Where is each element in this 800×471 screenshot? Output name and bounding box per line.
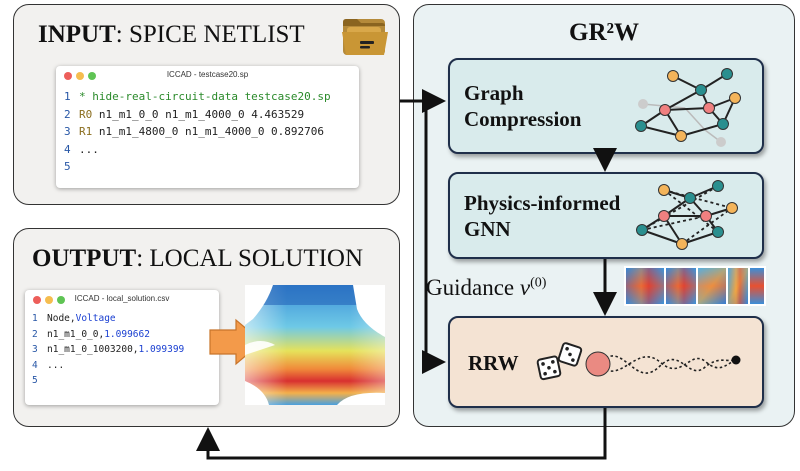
code-line: 4... <box>64 142 99 156</box>
code-line: 1* hide-real-circuit-data testcase20.sp <box>64 90 331 103</box>
window-titlebar: ICCAD - local_solution.csv <box>25 290 219 310</box>
compressed-graph-icon <box>635 68 741 147</box>
window-titlebar: ICCAD - testcase20.sp <box>56 66 359 86</box>
guidance-heatmaps <box>624 266 766 306</box>
window-title: ICCAD - local_solution.csv <box>74 294 170 303</box>
guidance-label: Guidance v(0) <box>426 275 547 300</box>
code-line: 5 <box>64 160 71 173</box>
code-line: 4... <box>32 359 65 371</box>
netlist-code: 1* hide-real-circuit-data testcase20.sp … <box>56 86 359 176</box>
close-dot-icon <box>64 72 72 80</box>
code-line: 5 <box>32 375 38 386</box>
folder-icon <box>342 19 388 55</box>
maximize-dot-icon <box>88 72 96 80</box>
random-walk-icon <box>585 351 741 377</box>
maximize-dot-icon <box>57 296 65 304</box>
close-dot-icon <box>33 296 41 304</box>
window-title: ICCAD - testcase20.sp <box>166 70 249 79</box>
minimize-dot-icon <box>45 296 53 304</box>
input-title: INPUT: SPICE NETLIST <box>38 21 305 48</box>
gnn-graph-icon <box>636 180 738 250</box>
rrw-label: RRW <box>468 351 519 375</box>
netlist-code-window: ICCAD - testcase20.sp 1* hide-real-circu… <box>56 66 359 188</box>
dice-icon <box>536 342 583 381</box>
minimize-dot-icon <box>76 72 84 80</box>
grrw-title: GR²W <box>569 19 639 46</box>
output-title: OUTPUT: LOCAL SOLUTION <box>32 245 364 272</box>
voltage-heatmap <box>245 285 385 405</box>
